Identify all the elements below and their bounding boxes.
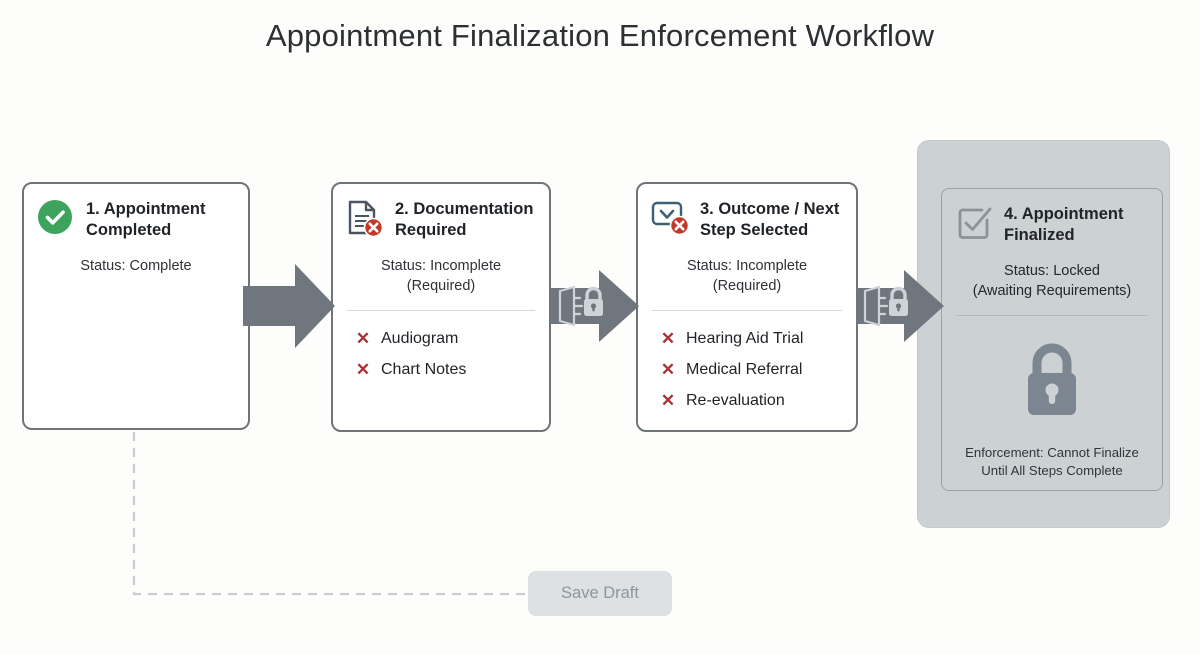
requirement-label: Re-evaluation: [686, 392, 785, 410]
status-line-1: Status: Locked: [1004, 262, 1100, 279]
status-line-2: (Awaiting Requirements): [972, 282, 1132, 299]
list-item[interactable]: ✕ Re-evaluation: [660, 385, 856, 416]
requirement-label: Chart Notes: [381, 361, 467, 379]
requirement-label: Hearing Aid Trial: [686, 329, 804, 347]
gate-icon: [863, 285, 889, 327]
step-card-outcome-next-step[interactable]: 3. Outcome / Next Step Selected Status: …: [636, 182, 858, 432]
list-item[interactable]: ✕ Hearing Aid Trial: [660, 323, 856, 354]
status-line-1: Status: Incomplete: [686, 257, 808, 274]
card-title: 2. Documentation Required: [395, 200, 534, 240]
card-header: 2. Documentation Required: [333, 184, 549, 242]
x-mark-icon: ✕: [660, 328, 676, 348]
requirement-label: Audiogram: [381, 329, 459, 347]
status-line-2: (Required): [406, 277, 476, 294]
card-divider: [347, 309, 535, 311]
arrow-step1-to-step2: [243, 264, 335, 348]
arrow-step2-to-step3: [551, 270, 639, 342]
arrow-step3-to-step4: [856, 270, 944, 342]
card-status: Status: Complete: [80, 257, 192, 274]
check-circle-icon: [36, 198, 76, 238]
step-card-appointment-finalized[interactable]: 4. Appointment Finalized Status: Locked …: [941, 188, 1163, 491]
x-mark-icon: ✕: [355, 360, 371, 380]
list-item[interactable]: ✕ Medical Referral: [660, 354, 856, 385]
document-error-icon: [345, 198, 385, 238]
card-status: Status: Locked (Awaiting Requirements): [942, 261, 1162, 301]
step-card-documentation-required[interactable]: 2. Documentation Required Status: Incomp…: [331, 182, 551, 432]
step-card-appointment-completed[interactable]: 1. Appointment Completed Status: Complet…: [22, 182, 250, 430]
requirement-list: ✕ Hearing Aid Trial ✕ Medical Referral ✕…: [638, 323, 856, 417]
x-mark-icon: ✕: [660, 391, 676, 411]
status-line-1: Status: Incomplete: [380, 257, 502, 274]
status-line-2: (Required): [712, 277, 782, 294]
x-mark-icon: ✕: [355, 328, 371, 348]
enforcement-line-2: Until All Steps Complete: [981, 463, 1123, 479]
enforcement-note: Enforcement: Cannot Finalize Until All S…: [942, 444, 1162, 481]
save-draft-button[interactable]: Save Draft: [528, 571, 672, 616]
card-status: Status: Incomplete (Required): [333, 256, 549, 296]
card-header: 4. Appointment Finalized: [942, 189, 1162, 247]
locked-enforcement-panel: [917, 140, 1170, 528]
lock-icon: [584, 286, 603, 316]
card-divider: [652, 309, 842, 311]
card-title: 4. Appointment Finalized: [1004, 205, 1124, 245]
requirement-list: ✕ Audiogram ✕ Chart Notes: [333, 323, 549, 385]
card-status: Status: Incomplete (Required): [638, 256, 856, 296]
card-divider: [956, 314, 1148, 316]
x-mark-icon: ✕: [660, 360, 676, 380]
card-title: 3. Outcome / Next Step Selected: [700, 200, 840, 240]
gate-icon: [558, 285, 584, 327]
select-dropdown-error-icon: [650, 198, 690, 238]
page-title: Appointment Finalization Enforcement Wor…: [265, 18, 935, 53]
list-item[interactable]: ✕ Chart Notes: [355, 354, 549, 385]
enforcement-line-1: Enforcement: Cannot Finalize: [965, 444, 1139, 460]
dashed-path: [132, 432, 647, 596]
card-title: 1. Appointment Completed: [86, 200, 206, 240]
card-header: 3. Outcome / Next Step Selected: [638, 184, 856, 242]
list-item[interactable]: ✕ Audiogram: [355, 323, 549, 354]
padlock-icon: [942, 338, 1162, 422]
card-header: 1. Appointment Completed: [24, 184, 248, 242]
lock-icon: [889, 286, 908, 316]
checkbox-checked-icon: [954, 203, 994, 243]
requirement-label: Medical Referral: [686, 361, 803, 379]
